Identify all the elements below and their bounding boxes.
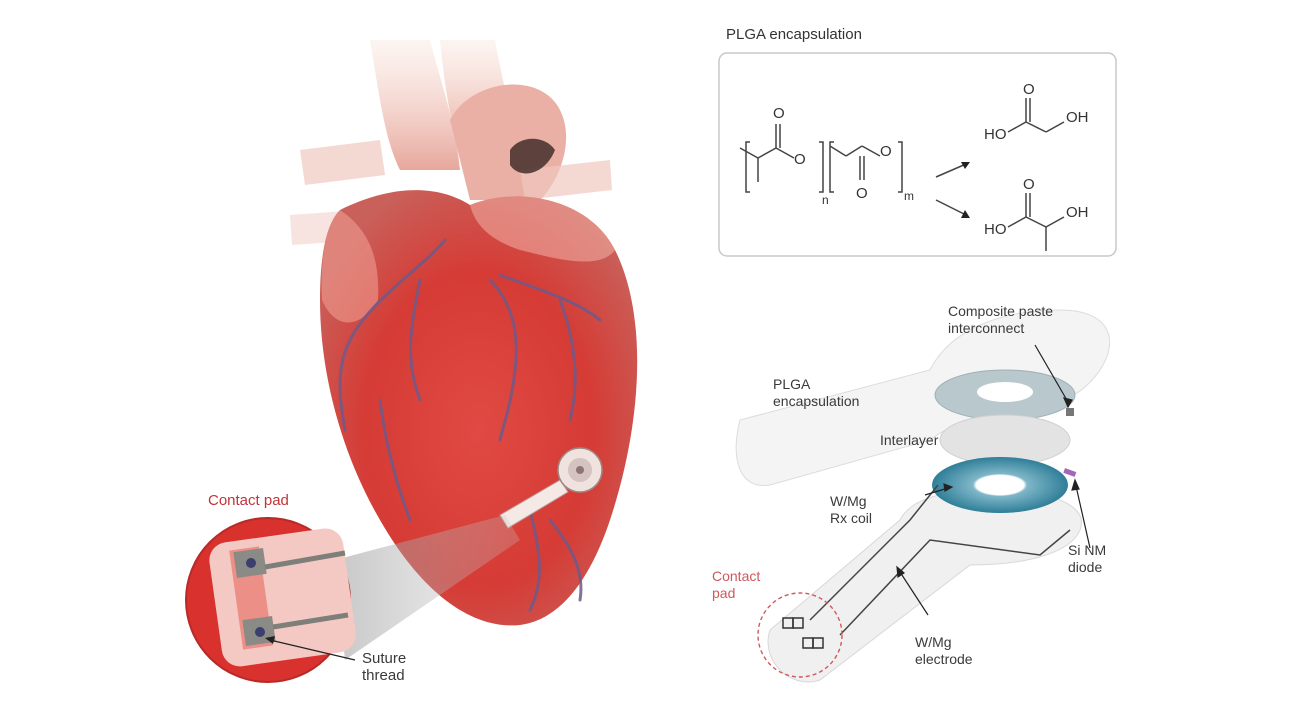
plga-label: PLGA encapsulation xyxy=(773,376,859,410)
contact-pad-inset xyxy=(185,517,356,683)
rx-coil-line1: W/Mg xyxy=(830,493,867,509)
suture-label-line1: Suture xyxy=(362,650,407,667)
contact-pad-line2: pad xyxy=(712,585,736,601)
lactic-oh: OH xyxy=(1066,204,1089,221)
contact-pad-highlight xyxy=(757,592,843,678)
composite-paste-interconnect xyxy=(1066,408,1074,416)
contact-pad-label: Contact pad xyxy=(712,568,760,602)
atom-o-1: O xyxy=(773,105,785,122)
composite-paste-label: Composite paste interconnect xyxy=(948,303,1053,337)
rx-coil-label: W/Mg Rx coil xyxy=(830,493,872,527)
device-exploded-view xyxy=(735,309,1110,683)
si-nm-diode xyxy=(1063,468,1077,477)
diode-label: Si NM diode xyxy=(1068,542,1106,576)
plga-line1: PLGA xyxy=(773,376,811,392)
inset-title: Contact pad xyxy=(208,492,289,509)
plga-line2: encapsulation xyxy=(773,393,860,409)
implanted-device xyxy=(499,447,603,529)
contact-pad-line1: Contact xyxy=(712,568,761,584)
electrode-traces xyxy=(809,484,1071,636)
suture-thread-label: Suture thread xyxy=(362,650,406,684)
lactic-o: O xyxy=(1023,176,1035,193)
rx-coil-line2: Rx coil xyxy=(830,510,873,526)
electrode-label: W/Mg electrode xyxy=(915,634,973,668)
atom-o-2: O xyxy=(794,151,806,168)
diode-line2: diode xyxy=(1068,559,1103,575)
electrode-line2: electrode xyxy=(915,651,973,667)
heart-illustration xyxy=(185,40,638,683)
suture-label-line2: thread xyxy=(362,667,405,684)
atom-o-3: O xyxy=(856,185,868,202)
plga-chemistry-box: O O n O O m O HO OH O HO OH xyxy=(718,52,1117,257)
arrow-head-top xyxy=(961,162,970,169)
glycolic-o: O xyxy=(1023,81,1035,98)
subscript-n: n xyxy=(822,193,829,207)
composite-paste-line1: Composite paste xyxy=(948,303,1054,319)
heart-body xyxy=(320,190,638,626)
glycolic-oh: OH xyxy=(1066,109,1089,126)
subscript-m: m xyxy=(904,189,914,203)
plga-structure xyxy=(739,98,1065,251)
diode-line1: Si NM xyxy=(1068,542,1107,558)
great-vessels xyxy=(290,40,612,245)
rx-coil xyxy=(932,457,1068,513)
glycolic-ho: HO xyxy=(984,126,1007,143)
lactic-ho: HO xyxy=(984,221,1007,238)
chemistry-title: PLGA encapsulation xyxy=(726,26,862,43)
arrow-head-bottom xyxy=(961,210,970,218)
contact-pads xyxy=(782,617,824,649)
electrode-line1: W/Mg xyxy=(915,634,952,650)
coronary-vessels xyxy=(338,238,602,612)
composite-paste-line2: interconnect xyxy=(948,320,1025,336)
zoom-beam xyxy=(335,515,520,660)
atom-o-4: O xyxy=(880,143,892,160)
interlayer-label: Interlayer xyxy=(880,432,939,448)
